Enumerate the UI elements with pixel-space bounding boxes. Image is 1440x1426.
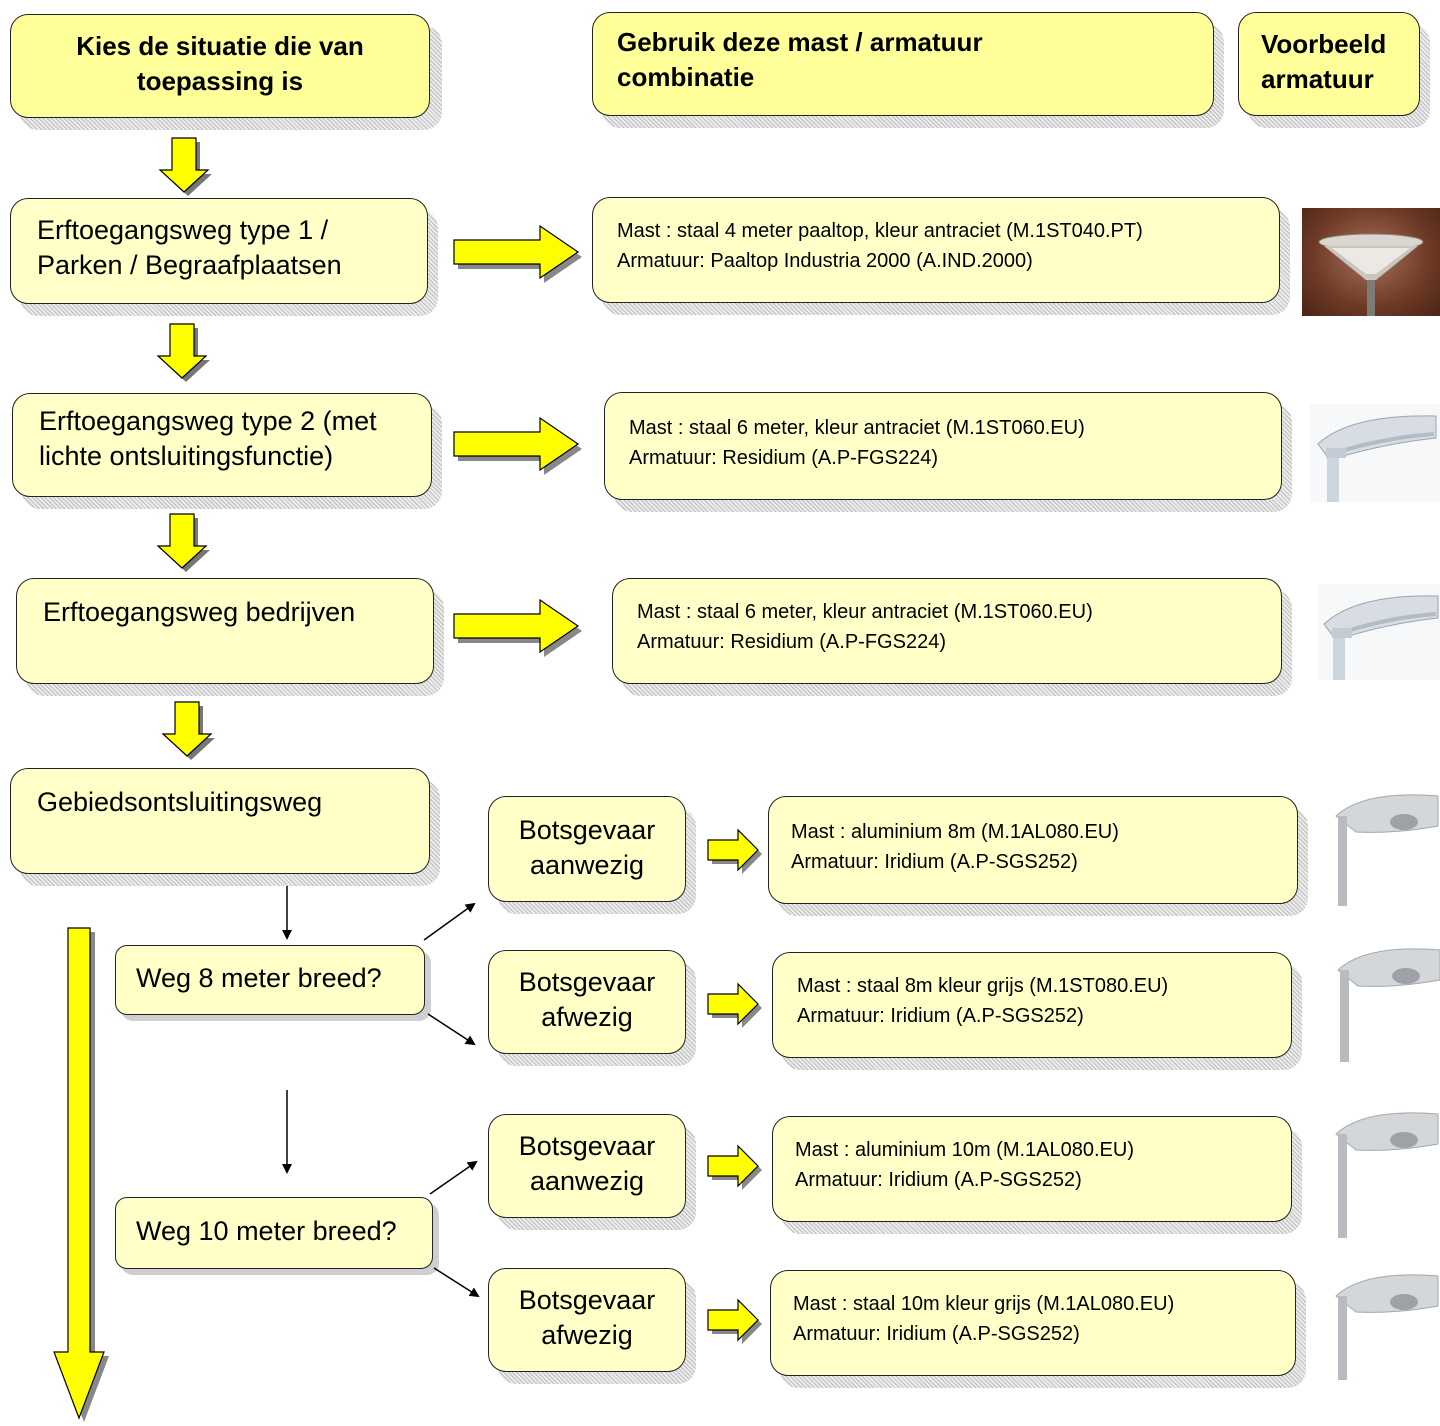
header-situation-line-1: Kies de situatie die van <box>76 31 364 61</box>
connector-diag-2 <box>427 1013 476 1046</box>
collision-4-line-2: afwezig <box>541 1320 633 1351</box>
down-arrow-1 <box>158 137 212 196</box>
small-right-arrow-3 <box>707 1144 762 1190</box>
situation-1-line-1: Erftoegangsweg type 1 / <box>37 215 329 245</box>
collision-2-line-1: Botsgevaar <box>518 967 656 997</box>
combination-7-box: Mast : staal 10m kleur grijs (M.1AL080.E… <box>770 1270 1296 1376</box>
combination-6-box: Mast : aluminium 10m (M.1AL080.EU) Armat… <box>772 1116 1292 1222</box>
right-arrow-3 <box>453 598 582 657</box>
small-right-arrow-1 <box>707 828 762 874</box>
right-arrow-2 <box>453 416 582 475</box>
connector-diag-4 <box>433 1267 480 1298</box>
combination-7-armature: Armatuur: Iridium (A.P-SGS252) <box>793 1323 1080 1345</box>
header-example: Voorbeeld armatuur <box>1238 12 1420 116</box>
iridium-lamp-icon-3 <box>1334 1104 1440 1238</box>
question-10m-label: Weg 10 meter breed? <box>136 1216 397 1246</box>
header-situation: Kies de situatie die van toepassing is <box>10 14 430 118</box>
header-example-line-1: Voorbeeld <box>1261 29 1387 59</box>
combination-7-mast: Mast : staal 10m kleur grijs (M.1AL080.E… <box>793 1293 1175 1315</box>
header-combination-line-2: combinatie <box>617 62 755 93</box>
combination-2-box: Mast : staal 6 meter, kleur antraciet (M… <box>604 392 1282 500</box>
combination-3-armature: Armatuur: Residium (A.P-FGS224) <box>637 631 946 653</box>
combination-5-mast: Mast : staal 8m kleur grijs (M.1ST080.EU… <box>797 975 1169 997</box>
residium-lamp-icon-2 <box>1318 584 1440 680</box>
connector-diag-1 <box>423 902 476 941</box>
iridium-lamp-icon-2 <box>1336 940 1440 1062</box>
down-arrow-3 <box>156 513 210 572</box>
down-arrow-2 <box>156 323 210 382</box>
combination-4-mast: Mast : aluminium 8m (M.1AL080.EU) <box>791 821 1119 843</box>
combination-1-box: Mast : staal 4 meter paaltop, kleur antr… <box>592 197 1280 303</box>
combination-4-box: Mast : aluminium 8m (M.1AL080.EU) Armatu… <box>768 796 1298 904</box>
right-arrow-1 <box>453 224 582 283</box>
combination-3-mast: Mast : staal 6 meter, kleur antraciet (M… <box>637 601 1093 623</box>
collision-3-line-1: Botsgevaar <box>518 1131 656 1161</box>
residium-lamp-icon <box>1310 404 1440 502</box>
collision-1-line-2: aanwezig <box>529 850 645 881</box>
situation-3-box: Erftoegangsweg bedrijven <box>16 578 434 684</box>
collision-absent-8m-box: Botsgevaar afwezig <box>488 950 686 1054</box>
question-8m-box: Weg 8 meter breed? <box>115 945 425 1015</box>
collision-absent-10m-box: Botsgevaar afwezig <box>488 1268 686 1372</box>
situation-4-line-1: Gebiedsontsluitingsweg <box>37 787 323 817</box>
combination-6-mast: Mast : aluminium 10m (M.1AL080.EU) <box>795 1139 1135 1161</box>
question-10m-box: Weg 10 meter breed? <box>115 1197 433 1269</box>
combination-1-armature: Armatuur: Paaltop Industria 2000 (A.IND.… <box>617 250 1033 272</box>
iridium-lamp-icon-4 <box>1334 1266 1440 1380</box>
small-right-arrow-4 <box>707 1298 762 1344</box>
header-combination-line-1: Gebruik deze mast / armatuur <box>617 27 983 57</box>
small-right-arrow-2 <box>707 982 762 1028</box>
header-example-line-2: armatuur <box>1261 64 1374 95</box>
combination-5-box: Mast : staal 8m kleur grijs (M.1ST080.EU… <box>772 952 1292 1058</box>
combination-4-armature: Armatuur: Iridium (A.P-SGS252) <box>791 851 1078 873</box>
situation-1-line-2: Parken / Begraafplaatsen <box>37 250 342 281</box>
situation-2-line-1: Erftoegangsweg type 2 (met <box>39 406 377 436</box>
collision-present-10m-box: Botsgevaar aanwezig <box>488 1114 686 1218</box>
question-8m-label: Weg 8 meter breed? <box>136 963 382 993</box>
header-situation-line-2: toepassing is <box>136 66 304 97</box>
paaltop-lamp-icon <box>1302 208 1440 316</box>
collision-present-8m-box: Botsgevaar aanwezig <box>488 796 686 902</box>
combination-2-mast: Mast : staal 6 meter, kleur antraciet (M… <box>629 417 1085 439</box>
header-combination: Gebruik deze mast / armatuur combinatie <box>592 12 1214 116</box>
situation-2-box: Erftoegangsweg type 2 (met lichte ontslu… <box>12 393 432 497</box>
situation-4-box: Gebiedsontsluitingsweg <box>10 768 430 874</box>
collision-2-line-2: afwezig <box>541 1002 633 1033</box>
situation-3-line-1: Erftoegangsweg bedrijven <box>43 597 356 627</box>
collision-3-line-2: aanwezig <box>529 1166 645 1197</box>
collision-1-line-1: Botsgevaar <box>518 815 656 845</box>
combination-3-box: Mast : staal 6 meter, kleur antraciet (M… <box>612 578 1282 684</box>
combination-5-armature: Armatuur: Iridium (A.P-SGS252) <box>797 1005 1084 1027</box>
situation-2-line-2: lichte ontsluitingsfunctie) <box>39 441 334 472</box>
combination-6-armature: Armatuur: Iridium (A.P-SGS252) <box>795 1169 1082 1191</box>
long-down-arrow <box>53 927 109 1422</box>
situation-1-box: Erftoegangsweg type 1 / Parken / Begraaf… <box>10 198 428 304</box>
collision-4-line-1: Botsgevaar <box>518 1285 656 1315</box>
down-arrow-4 <box>161 701 215 760</box>
combination-2-armature: Armatuur: Residium (A.P-FGS224) <box>629 447 938 469</box>
connector-diag-3 <box>429 1160 478 1195</box>
iridium-lamp-icon-1 <box>1334 786 1440 906</box>
combination-1-mast: Mast : staal 4 meter paaltop, kleur antr… <box>617 220 1143 242</box>
